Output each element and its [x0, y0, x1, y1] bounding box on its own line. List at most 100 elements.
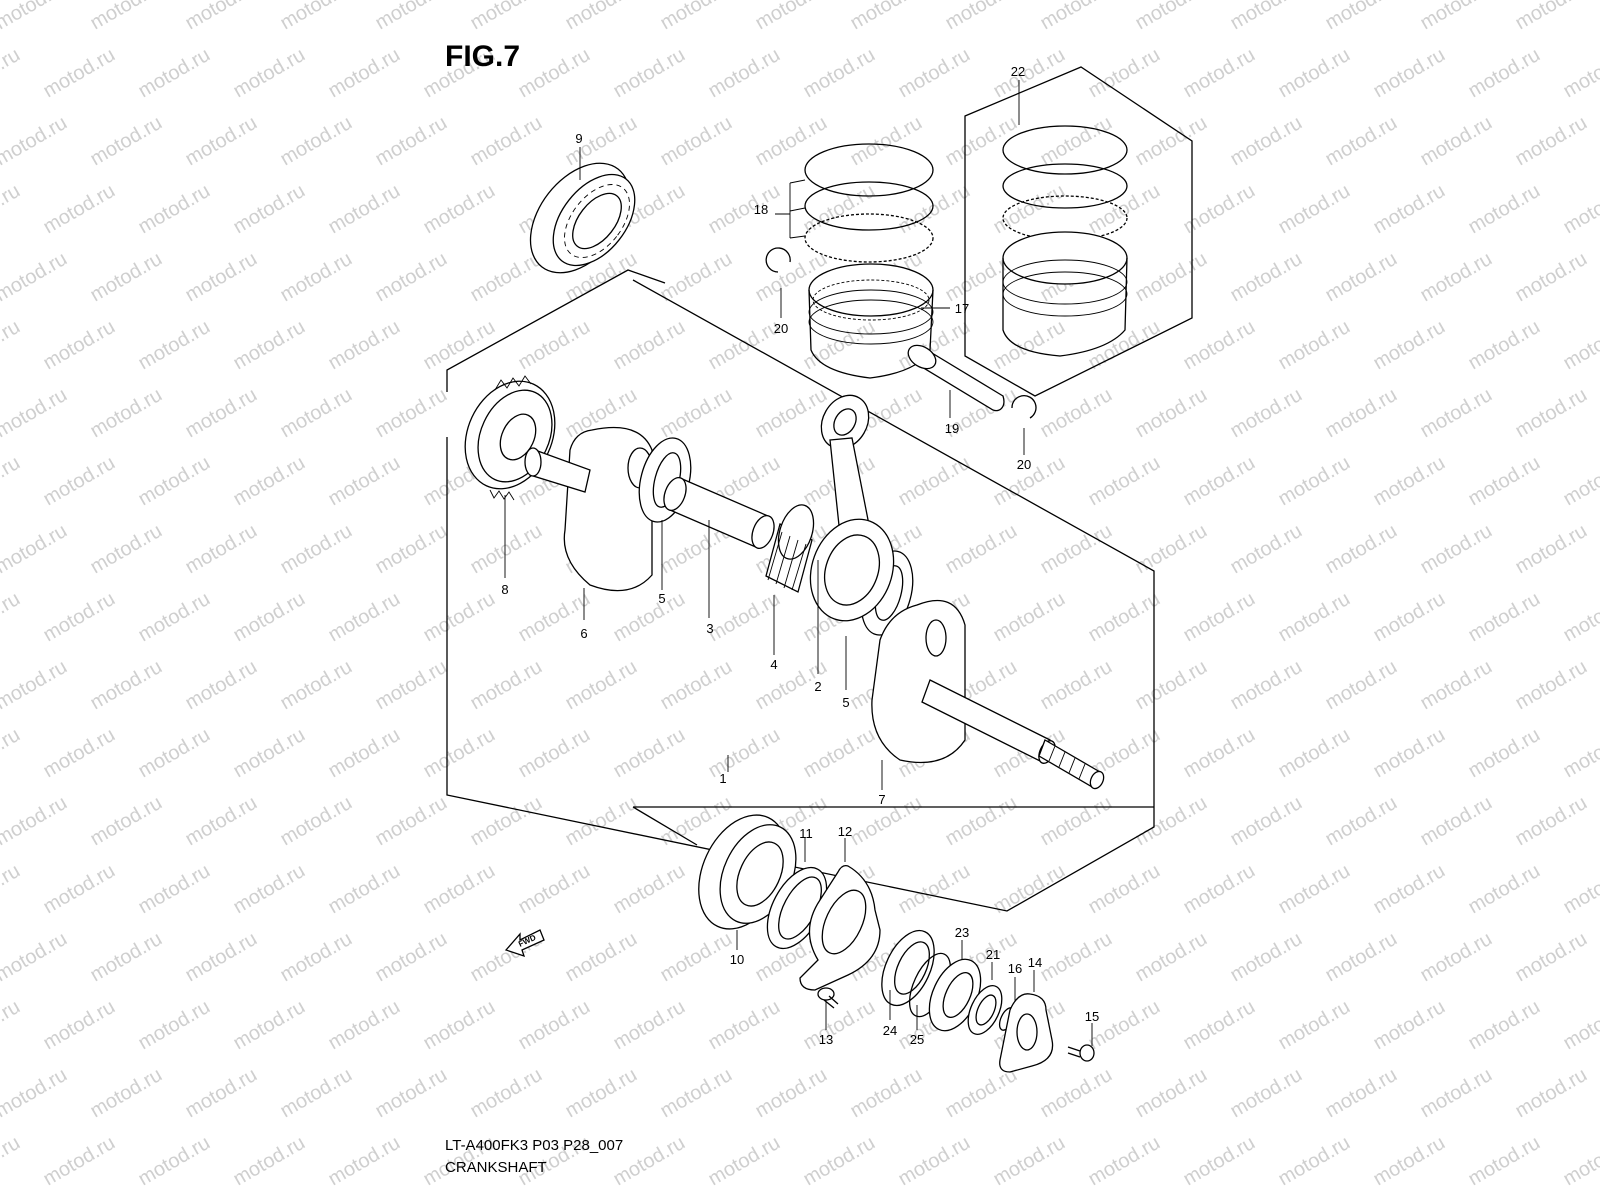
watermark-text: motod.ru: [1417, 656, 1496, 715]
watermark-text: motod.ru: [1132, 656, 1211, 715]
watermark-text: motod.ru: [1465, 44, 1544, 103]
watermark-text: motod.ru: [1370, 316, 1449, 375]
watermark-text: motod.ru: [942, 520, 1021, 579]
watermark-text: motod.ru: [325, 452, 404, 511]
watermark-text: motod.ru: [942, 792, 1021, 851]
watermark-text: motod.ru: [420, 996, 499, 1055]
watermark-text: motod.ru: [1370, 180, 1449, 239]
watermark-text: motod.ru: [1512, 792, 1591, 851]
watermark-text: motod.ru: [1417, 792, 1496, 851]
watermark-text: motod.ru: [610, 316, 689, 375]
watermark-text: motod.ru: [610, 724, 689, 783]
watermark-text: motod.ru: [1370, 588, 1449, 647]
watermark-text: motod.ru: [1275, 452, 1354, 511]
callout-20b: 20: [1017, 457, 1031, 472]
watermark-text: motod.ru: [705, 180, 784, 239]
watermark-text: motod.ru: [705, 44, 784, 103]
watermark-text: motod.ru: [1132, 384, 1211, 443]
watermark-text: motod.ru: [1417, 384, 1496, 443]
watermark-text: motod.ru: [40, 724, 119, 783]
watermark-text: motod.ru: [0, 0, 71, 34]
watermark-text: motod.ru: [467, 0, 546, 34]
watermark-text: motod.ru: [1417, 928, 1496, 987]
watermark-text: motod.ru: [1227, 928, 1306, 987]
watermark-text: motod.ru: [562, 0, 641, 34]
watermark-text: motod.ru: [1417, 248, 1496, 307]
watermark-text: motod.ru: [1370, 860, 1449, 919]
watermark-text: motod.ru: [1512, 520, 1591, 579]
watermark-text: motod.ru: [325, 996, 404, 1055]
circlip-20-lower: [1011, 394, 1037, 419]
watermark-text: motod.ru: [182, 248, 261, 307]
crank-web-7: [871, 599, 1105, 790]
watermark-text: motod.ru: [847, 112, 926, 171]
watermark-text: motod.ru: [230, 588, 309, 647]
callout-20a: 20: [774, 321, 788, 336]
watermark-text: motod.ru: [372, 0, 451, 34]
watermark-text: motod.ru: [1560, 316, 1600, 375]
watermark-text: motod.ru: [1085, 452, 1164, 511]
watermark-text: motod.ru: [990, 1132, 1069, 1191]
callout-17: 17: [955, 301, 969, 316]
watermark-text: motod.ru: [372, 1064, 451, 1123]
watermark-text: motod.ru: [562, 112, 641, 171]
needle-bearing-4: [765, 504, 815, 593]
watermark-text: motod.ru: [515, 996, 594, 1055]
watermark-text: motod.ru: [230, 996, 309, 1055]
watermark-text: motod.ru: [752, 1064, 831, 1123]
callout-9: 9: [575, 131, 582, 146]
watermark-text: motod.ru: [277, 656, 356, 715]
watermark-text: motod.ru: [182, 0, 261, 34]
watermark-text: motod.ru: [657, 656, 736, 715]
callout-6: 6: [580, 626, 587, 641]
watermark-text: motod.ru: [1227, 656, 1306, 715]
watermark-text: motod.ru: [657, 384, 736, 443]
watermark-text: motod.ru: [0, 180, 24, 239]
watermark-text: motod.ru: [1227, 112, 1306, 171]
watermark-text: motod.ru: [610, 860, 689, 919]
watermark-text: motod.ru: [1322, 1064, 1401, 1123]
watermark-text: motod.ru: [467, 656, 546, 715]
watermark-text: motod.ru: [135, 588, 214, 647]
watermark-text: motod.ru: [1465, 860, 1544, 919]
watermark-text: motod.ru: [420, 180, 499, 239]
watermark-text: motod.ru: [87, 520, 166, 579]
watermark-text: motod.ru: [40, 180, 119, 239]
callout-24: 24: [883, 1023, 897, 1038]
watermark-text: motod.ru: [0, 44, 24, 103]
watermark-text: motod.ru: [40, 1132, 119, 1191]
watermark-text: motod.ru: [325, 44, 404, 103]
watermark-text: motod.ru: [515, 316, 594, 375]
crank-web-6: [524, 426, 653, 592]
watermark-text: motod.ru: [1275, 724, 1354, 783]
watermark-text: motod.ru: [1275, 316, 1354, 375]
watermark-text: motod.ru: [1227, 384, 1306, 443]
watermark-text: motod.ru: [87, 1064, 166, 1123]
watermark-text: motod.ru: [1037, 792, 1116, 851]
watermark-text: motod.ru: [1275, 588, 1354, 647]
watermark-text: motod.ru: [1322, 0, 1401, 34]
watermark-text: motod.ru: [562, 656, 641, 715]
watermark-text: motod.ru: [1037, 656, 1116, 715]
plate-14: [999, 993, 1054, 1073]
piston-assembly-frame: [964, 66, 1193, 397]
watermark-text: motod.ru: [1132, 112, 1211, 171]
callout-10: 10: [730, 952, 744, 967]
watermark-text: motod.ru: [230, 316, 309, 375]
watermark-text: motod.ru: [467, 112, 546, 171]
watermark-text: motod.ru: [1085, 860, 1164, 919]
watermark-text: motod.ru: [1227, 520, 1306, 579]
watermark-text: motod.ru: [467, 520, 546, 579]
watermark-text: motod.ru: [1275, 860, 1354, 919]
watermark-text: motod.ru: [0, 452, 24, 511]
callout-23: 23: [955, 925, 969, 940]
watermark-text: motod.ru: [182, 520, 261, 579]
watermark-text: motod.ru: [515, 44, 594, 103]
watermark-text: motod.ru: [40, 316, 119, 375]
screw-15: [1067, 1044, 1095, 1062]
watermark-text: motod.ru: [1560, 180, 1600, 239]
watermark-text: motod.ru: [1085, 1132, 1164, 1191]
watermark-text: motod.ru: [40, 44, 119, 103]
watermark-text: motod.ru: [990, 588, 1069, 647]
